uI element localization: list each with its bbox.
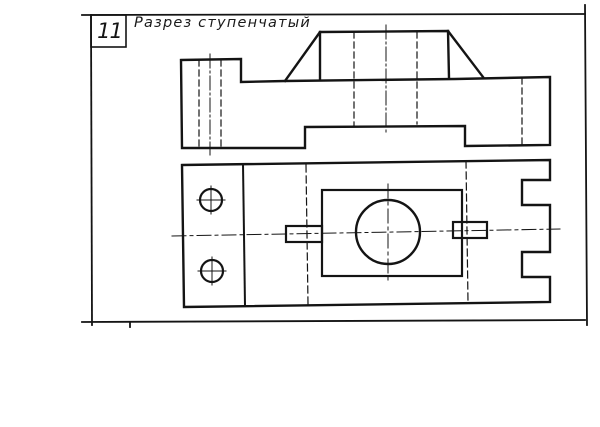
task-number-box xyxy=(90,14,127,48)
drawing-frame xyxy=(81,4,588,328)
front-view xyxy=(179,24,552,156)
drawing-title: Разрез ступенчатый xyxy=(134,15,312,31)
top-view xyxy=(171,158,561,309)
task-number: 11 xyxy=(97,19,123,43)
